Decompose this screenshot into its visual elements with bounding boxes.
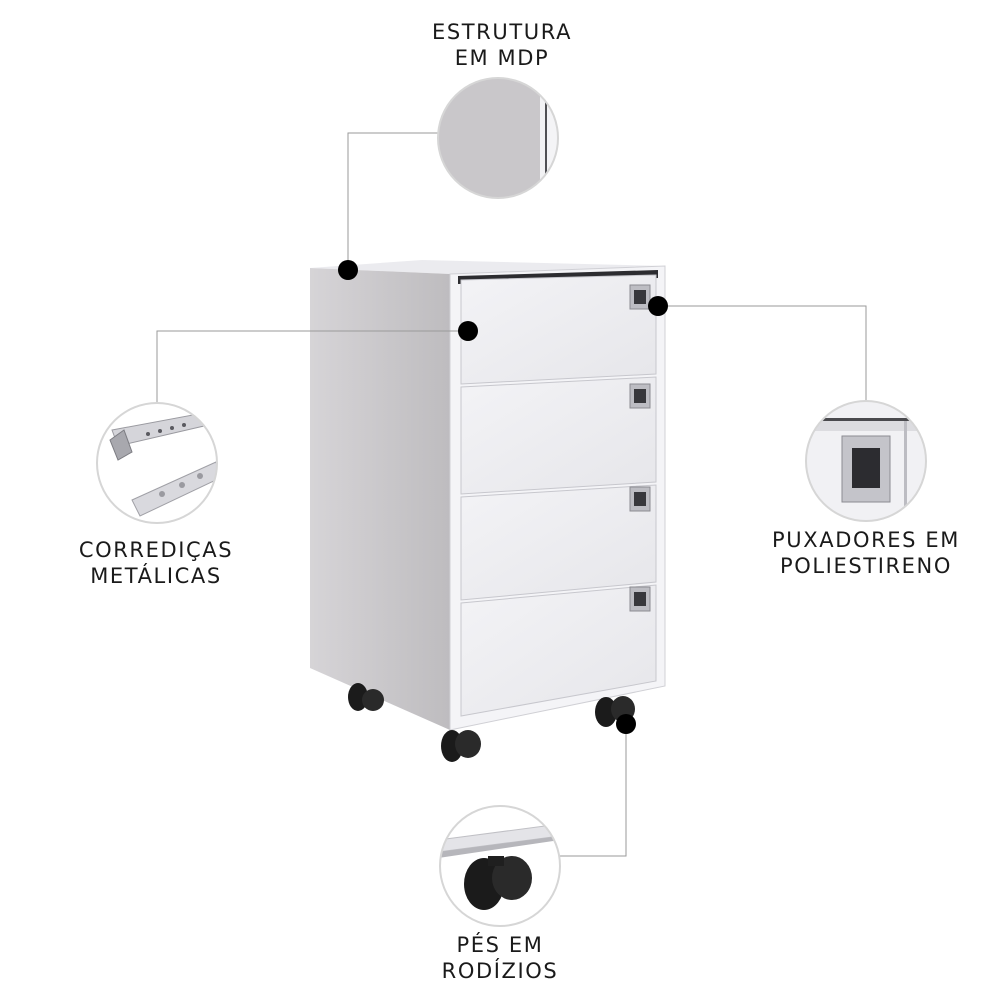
caster-wheel-icon [348,683,384,711]
callout-label-puxadores: PUXADORES EM POLIESTIRENO [756,527,976,579]
drawer-1 [460,274,657,385]
cabinet [310,260,666,762]
callout-label-pes: PÉS EM RODÍZIOS [400,932,600,984]
caster-wheel-icon [441,730,481,762]
caster-wheel-icon [464,856,532,910]
drawer-handle-icon [629,486,651,512]
drawer-handle-icon [629,284,651,310]
leader-line-estrutura [347,132,440,270]
callout-label-line: ESTRUTURA [431,20,573,44]
drawer-3 [460,484,657,601]
leader-line-corredicas [156,330,468,405]
detail-circle-pes [439,805,561,927]
drawer-handle-icon [629,383,651,409]
cabinet-side-panel [310,268,450,730]
callout-dot-pes [616,714,636,734]
callout-label-estrutura: ESTRUTURA EM MDP [402,19,602,71]
drawer-handle-icon [629,586,651,612]
leader-line-pes [560,724,627,857]
callout-label-line: POLIESTIRENO [779,554,952,578]
detail-circle-puxadores [805,400,927,522]
callout-label-line: CORREDIÇAS [78,538,234,562]
leader-line-puxadores [658,305,867,402]
detail-circle-corredicas [96,402,218,524]
callout-label-line: EM MDP [454,46,550,70]
callout-dot-estrutura [338,260,358,280]
cabinet-top [310,260,665,274]
callout-label-line: PUXADORES EM [772,528,960,552]
drawer-2 [460,376,657,495]
callout-dot-puxadores [648,296,668,316]
drawer-4 [460,584,657,717]
drawer-slide-icon [109,413,217,517]
callout-label-line: PÉS EM [456,933,544,957]
callout-dot-corredicas [458,321,478,341]
leader-lines [156,132,867,857]
callout-label-line: METÁLICAS [90,564,222,588]
callout-label-corredicas: CORREDIÇAS METÁLICAS [56,537,256,589]
detail-circle-estrutura [437,77,559,199]
callout-label-line: RODÍZIOS [441,959,559,983]
